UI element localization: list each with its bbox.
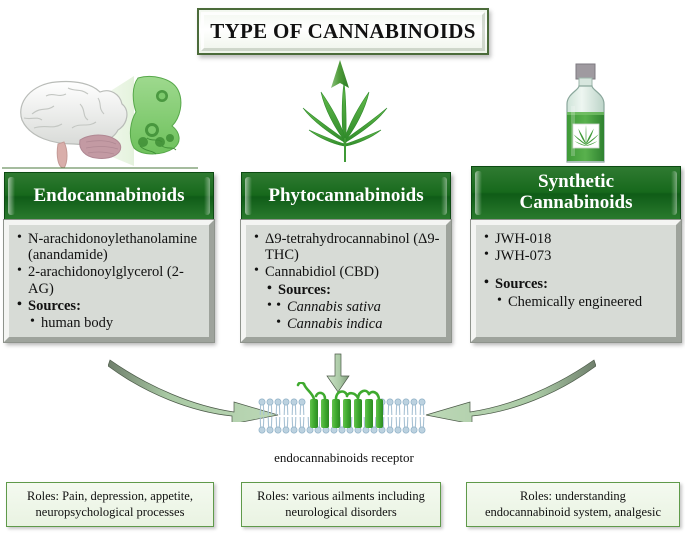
roles-text: Roles: various ailments including neurol… xyxy=(257,489,425,520)
list-item: JWH-073 xyxy=(482,247,672,264)
curved-arrow-right xyxy=(425,359,596,422)
card-body-synthetic-cannabinoids: JWH-018 JWH-073 Sources: Chemically engi… xyxy=(470,219,682,343)
receptor-label: endocannabinoids receptor xyxy=(274,450,414,465)
list-item: N-arachidonoylethanolamine (anandamide) xyxy=(15,230,205,263)
curved-arrow-left xyxy=(108,359,279,422)
card-header-phytocannabinoids: Phytocannabinoids xyxy=(241,172,451,220)
roles-box-endocannabinoids: Roles: Pain, depression, appetite, neuro… xyxy=(6,482,214,527)
cannabis-leaf-illustration xyxy=(302,81,388,162)
phytocannabinoid-sources-group: Sources: Cannabis sativa Cannabis indica xyxy=(252,281,442,333)
list-spacer xyxy=(482,265,672,276)
roles-box-synthetic-cannabinoids: Roles: understanding endocannabinoid sys… xyxy=(466,482,680,527)
endocannabinoid-list: N-arachidonoylethanolamine (anandamide) … xyxy=(15,230,205,314)
synthetic-list: JWH-018 JWH-073 xyxy=(482,230,672,264)
down-arrow-middle xyxy=(326,353,350,393)
card-header-label-line2: Cannabinoids xyxy=(519,192,633,213)
phytocannabinoid-list: Δ9-tetrahydrocannabinol (Δ9-THC) Cannabi… xyxy=(252,230,442,281)
list-item: Cannabis sativa xyxy=(274,298,442,315)
card-synthetic-cannabinoids: Synthetic Cannabinoids JWH-018 JWH-073 S… xyxy=(470,166,682,343)
endocannabinoid-receptor-illustration xyxy=(258,382,426,434)
card-body-phytocannabinoids: Δ9-tetrahydrocannabinol (Δ9-THC) Cannabi… xyxy=(240,219,452,343)
synthetic-cannabinoid-bottle-illustration xyxy=(545,63,625,169)
card-header-label: Phytocannabinoids xyxy=(268,184,424,206)
species-sublist-wrap: Cannabis sativa Cannabis indica xyxy=(265,298,442,332)
roles-line-2: neuropsychological processes xyxy=(35,504,185,519)
card-body-endocannabinoids: N-arachidonoylethanolamine (anandamide) … xyxy=(3,219,215,343)
roles-text: Roles: Pain, depression, appetite, neuro… xyxy=(27,489,193,520)
down-arrow-icon-title xyxy=(331,60,349,88)
lipid-lower xyxy=(258,416,426,434)
roles-box-phytocannabinoids: Roles: various ailments including neurol… xyxy=(241,482,441,527)
list-item-sources: Sources: xyxy=(265,281,442,298)
list-item-sources: Sources: xyxy=(15,297,205,314)
list-item: human body xyxy=(28,314,205,331)
page-title-box: TYPE OF CANNABINOIDS xyxy=(197,8,489,55)
card-header-label-line1: Synthetic xyxy=(538,171,614,193)
brain-with-synapse-illustration xyxy=(2,76,198,169)
card-endocannabinoids: Endocannabinoids N-arachidonoylethanolam… xyxy=(3,172,215,343)
card-header-synthetic-cannabinoids: Synthetic Cannabinoids xyxy=(471,166,681,220)
endocannabinoid-sources-list: human body xyxy=(15,314,205,331)
list-item: Chemically engineered xyxy=(495,293,672,310)
list-item: JWH-018 xyxy=(482,230,672,247)
roles-line-1: Roles: Pain, depression, appetite, xyxy=(27,488,193,503)
roles-line-1: Roles: understanding xyxy=(520,488,626,503)
list-item: 2-arachidonoylglycerol (2-AG) xyxy=(15,263,205,296)
synthetic-sources-list: Chemically engineered xyxy=(482,293,672,310)
lipid-upper xyxy=(258,398,426,416)
species-list: Cannabis sativa Cannabis indica xyxy=(265,298,442,332)
roles-line-1: Roles: various ailments including xyxy=(257,488,425,503)
page-title: TYPE OF CANNABINOIDS xyxy=(210,19,476,43)
card-header-label: Endocannabinoids xyxy=(33,184,185,206)
roles-line-2: endocannabinoid system, analgesic xyxy=(485,504,661,519)
list-item: Cannabidiol (CBD) xyxy=(252,263,442,280)
synthetic-sources-group: Sources: xyxy=(482,275,672,292)
card-header-endocannabinoids: Endocannabinoids xyxy=(4,172,214,220)
list-item-sources: Sources: xyxy=(482,275,672,292)
list-item: Δ9-tetrahydrocannabinol (Δ9-THC) xyxy=(252,230,442,263)
list-item: Cannabis indica xyxy=(274,315,442,332)
roles-line-2: neurological disorders xyxy=(285,504,397,519)
receptor-helices xyxy=(310,399,383,428)
roles-text: Roles: understanding endocannabinoid sys… xyxy=(485,489,661,520)
card-phytocannabinoids: Phytocannabinoids Δ9-tetrahydrocannabino… xyxy=(240,172,452,343)
